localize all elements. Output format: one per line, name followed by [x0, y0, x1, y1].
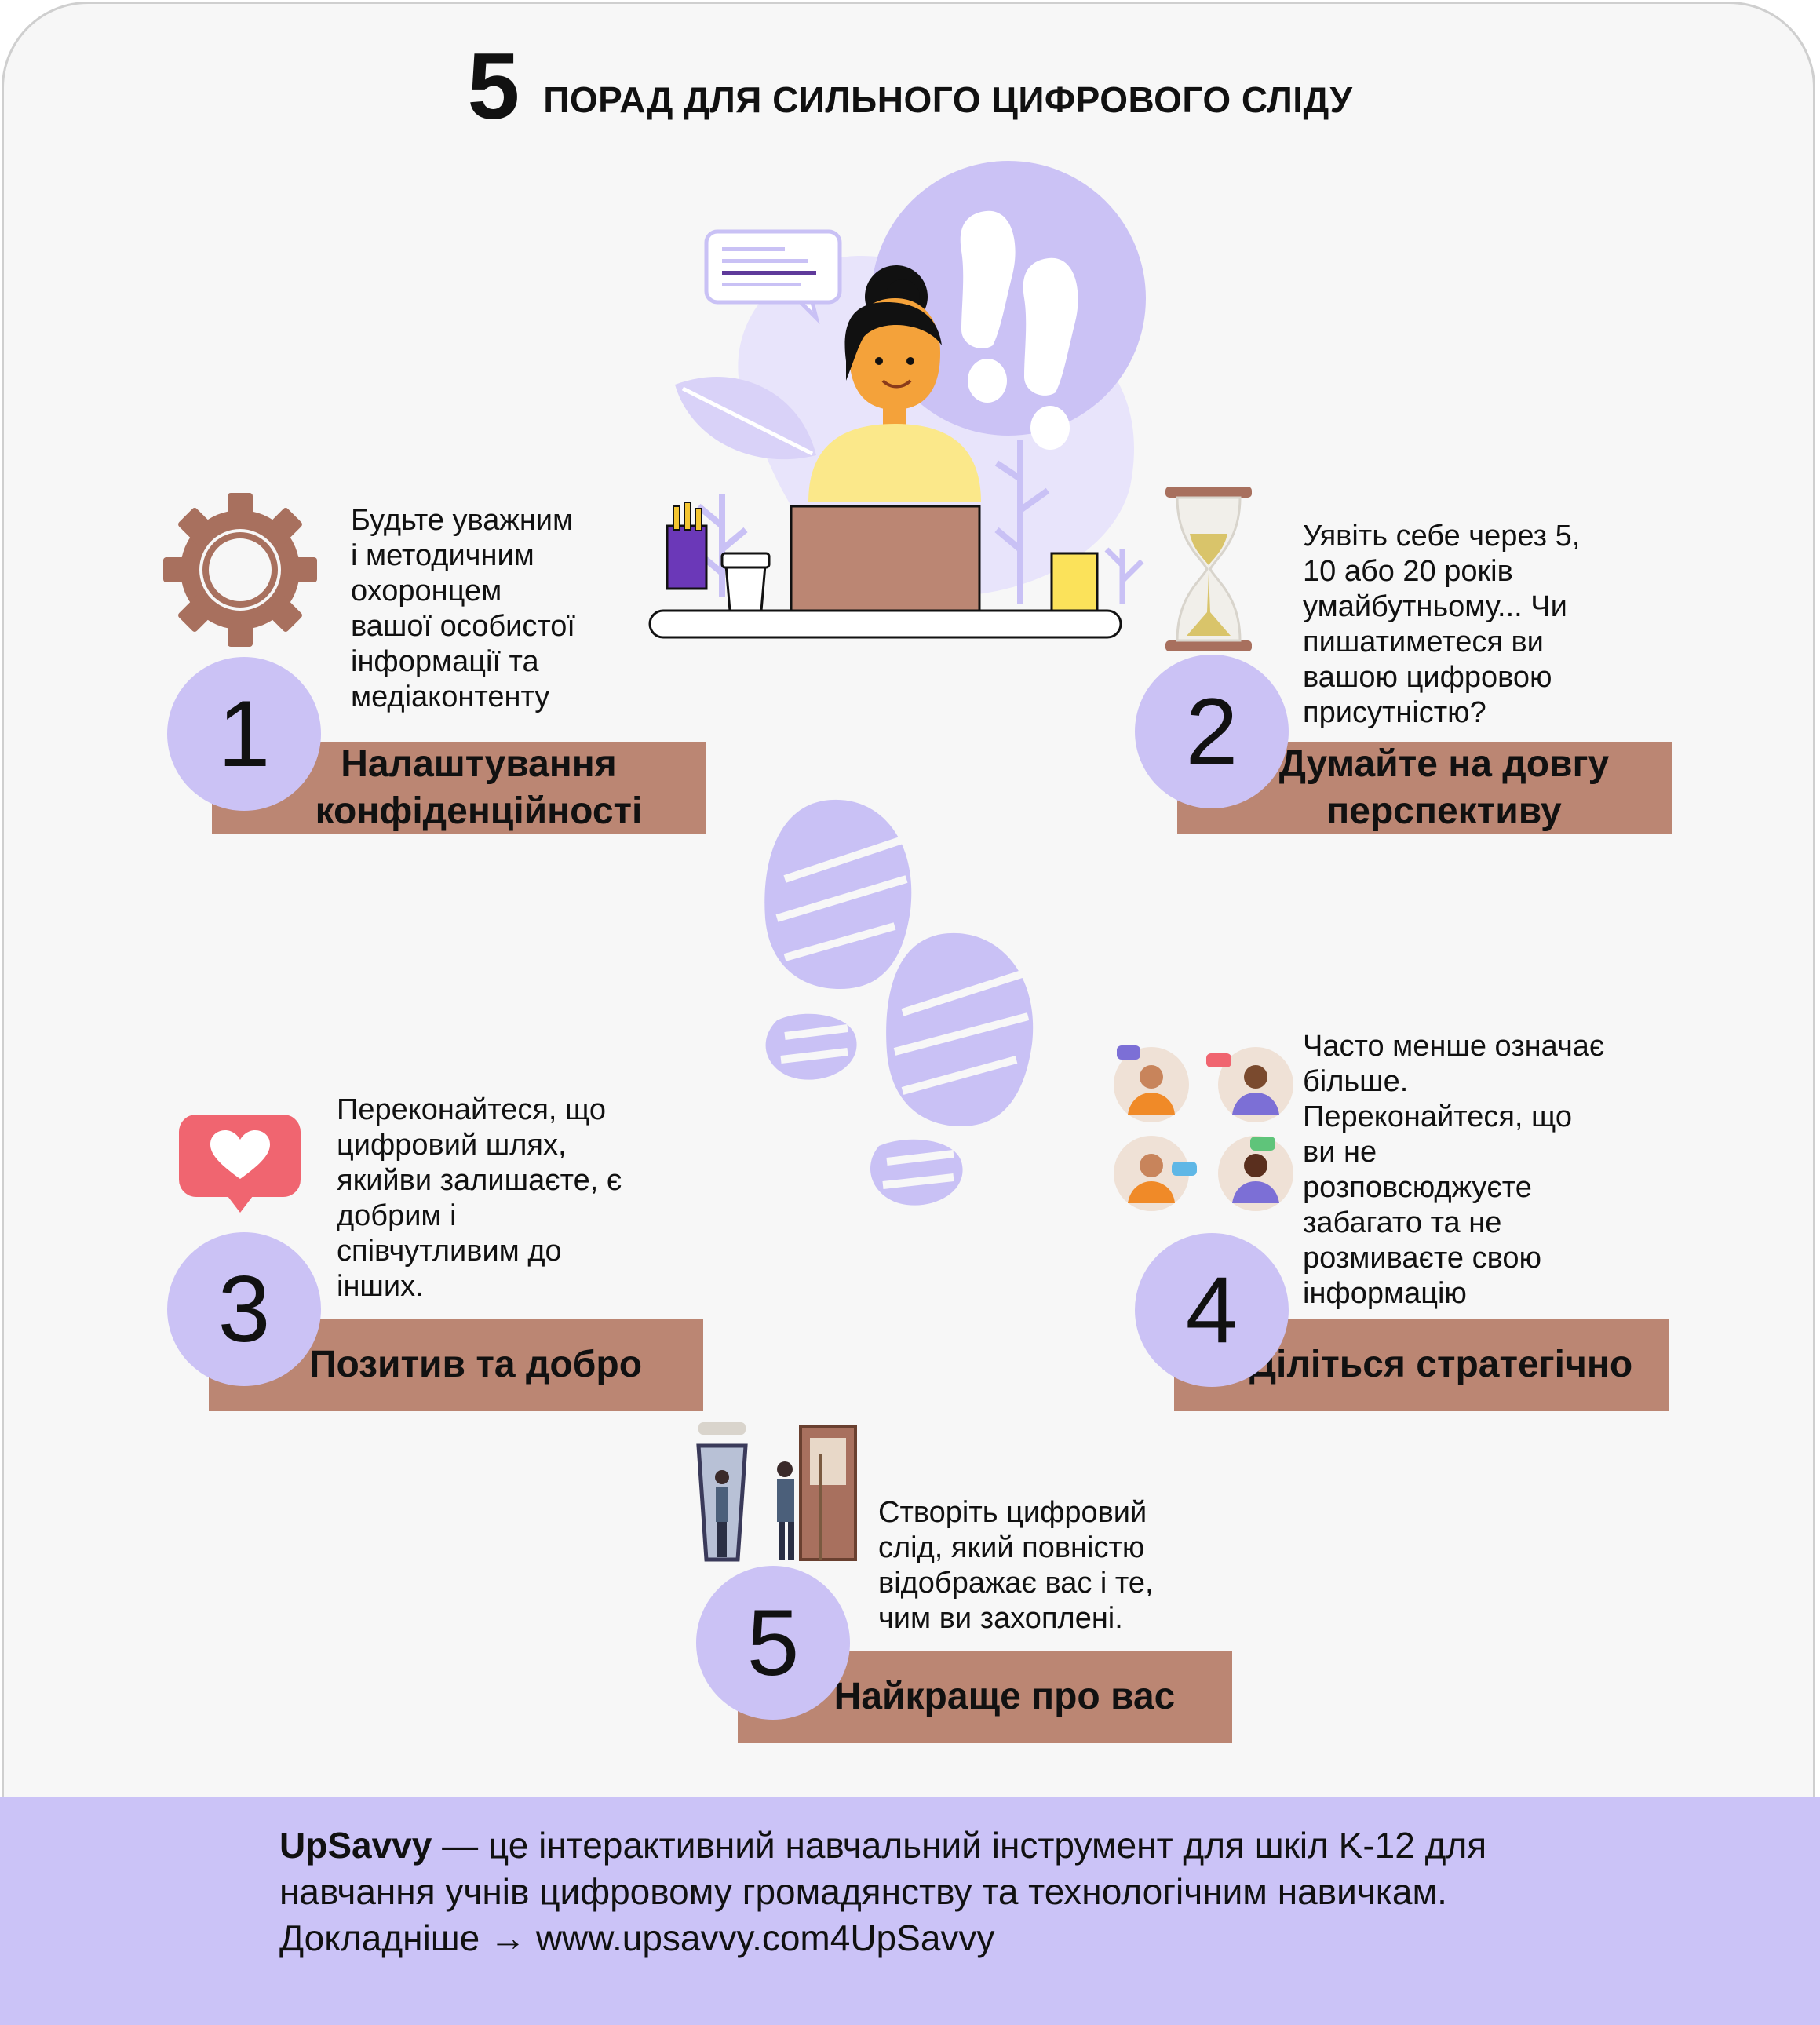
tip-4-number: 4	[1135, 1233, 1289, 1387]
tip-2-text: Уявіть себе через 5, 10 або 20 років ума…	[1303, 520, 1581, 729]
video-chat-icon	[1114, 1045, 1293, 1211]
footer-brand: UpSavvy	[279, 1825, 432, 1866]
footer-description: — це інтерактивний навчальний інструмент…	[279, 1825, 1487, 1958]
footer: UpSavvy — це інтерактивний навчальний ін…	[0, 1797, 1820, 2025]
footer-text: UpSavvy — це інтерактивний навчальний ін…	[279, 1822, 1614, 1961]
tip-2-number: 2	[1135, 655, 1289, 808]
speech-bubble-icon	[704, 229, 842, 325]
title-text: ПОРАД ДЛЯ СИЛЬНОГО ЦИФРОВОГО СЛІДУ	[543, 79, 1353, 120]
tip-5-number: 5	[696, 1566, 850, 1720]
tip-3-text: Переконайтеся, що цифровий шлях, якийви …	[337, 1093, 622, 1303]
page-title: 5 ПОРАД ДЛЯ СИЛЬНОГО ЦИФРОВОГО СЛІДУ	[0, 31, 1820, 141]
woman-laptop-illustration	[648, 161, 1146, 639]
heart-notification-icon	[179, 1115, 301, 1213]
mirror-icon	[696, 1422, 857, 1562]
tip-3-number: 3	[167, 1232, 321, 1386]
tip-5-text: Створіть цифровий слід, який повністю ві…	[878, 1496, 1154, 1635]
hourglass-icon	[1165, 487, 1252, 651]
tip-1-text: Будьте уважним і методичним охоронцем ва…	[351, 504, 575, 713]
footprints-icon	[960, 210, 1078, 450]
gear-icon	[163, 493, 317, 647]
tip-1-number: 1	[167, 657, 321, 811]
footprints-decoration	[764, 799, 1034, 1206]
tip-4-text: Часто менше означає більше. Переконайтес…	[1303, 1030, 1605, 1310]
title-number: 5	[467, 34, 520, 139]
